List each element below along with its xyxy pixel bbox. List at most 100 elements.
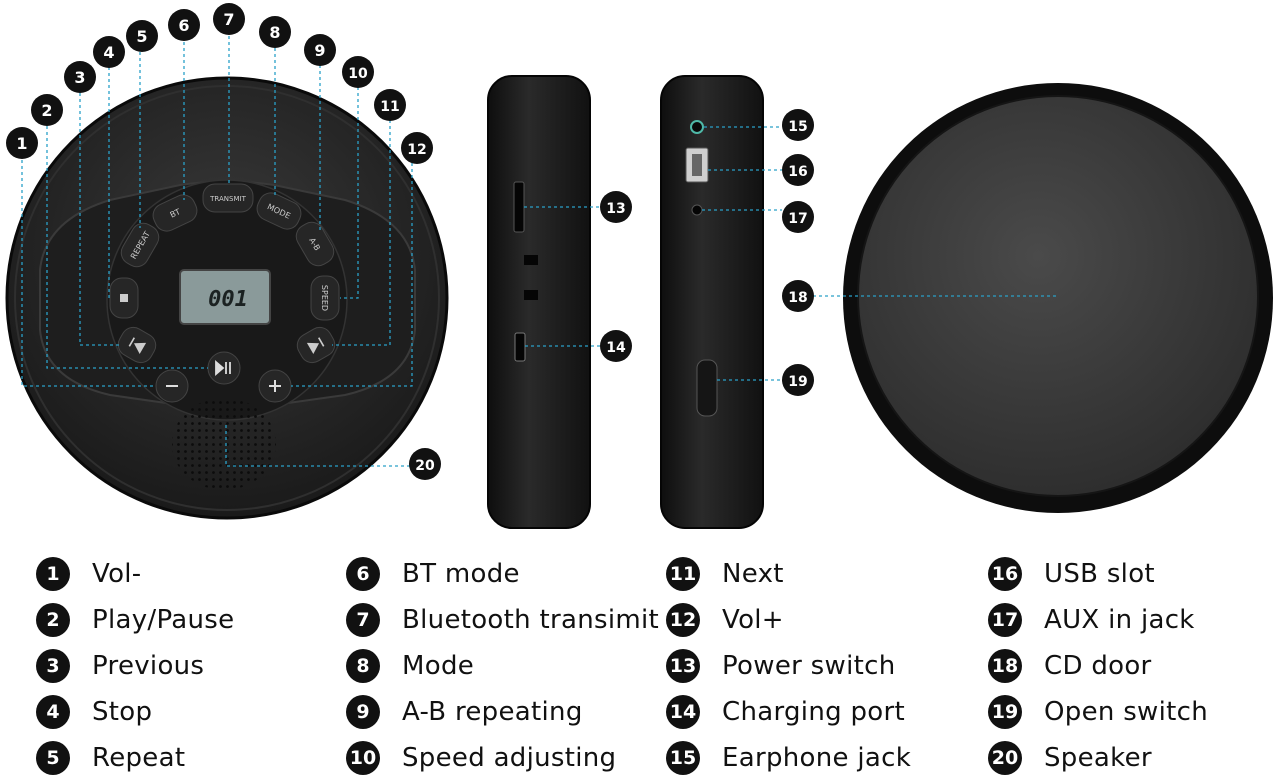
callout-18: 18 (782, 280, 814, 312)
callout-3-label: 3 (74, 68, 85, 87)
callout-5: 5 (126, 20, 158, 52)
plus-icon (269, 380, 281, 392)
callout-2: 2 (31, 94, 63, 126)
legend-badge: 9 (346, 695, 380, 729)
legend-label: CD door (1044, 651, 1152, 681)
legend-badge: 17 (988, 603, 1022, 637)
play-pause-button[interactable] (207, 351, 241, 385)
legend-badge: 18 (988, 649, 1022, 683)
legend-item: 7 Bluetooth transimit (346, 600, 659, 640)
leader-20 (225, 425, 410, 467)
legend-badge: 5 (36, 741, 70, 775)
leader-3 (79, 93, 122, 346)
transmit-label: TRANSMIT (209, 195, 246, 203)
callout-16: 16 (782, 154, 814, 186)
legend-badge: 16 (988, 557, 1022, 591)
callout-13: 13 (600, 191, 632, 223)
callout-19-label: 19 (788, 374, 807, 390)
legend-label: Earphone jack (722, 743, 912, 773)
callout-12: 12 (401, 132, 433, 164)
leader-11 (332, 120, 391, 346)
legend-badge: 8 (346, 649, 380, 683)
transmit-button[interactable]: TRANSMIT (202, 183, 254, 213)
callout-15: 15 (782, 109, 814, 141)
charging-port (514, 332, 526, 362)
vol-plus-button[interactable] (258, 369, 292, 403)
callout-14: 14 (600, 330, 632, 362)
legend-label: Vol+ (722, 605, 784, 635)
callout-20-label: 20 (415, 458, 435, 474)
callout-7: 7 (213, 3, 245, 35)
legend-label: Previous (92, 651, 205, 681)
repeat-button[interactable]: REPEAT (117, 219, 163, 271)
side-vent-1 (524, 255, 538, 265)
legend-item: 10 Speed adjusting (346, 738, 616, 778)
legend-label: Speed adjusting (402, 743, 617, 773)
legend-label: Next (722, 559, 784, 589)
callout-15-label: 15 (788, 119, 807, 135)
legend-label: AUX in jack (1044, 605, 1195, 635)
leader-2 (46, 126, 208, 369)
legend-badge: 3 (36, 649, 70, 683)
callout-14-label: 14 (606, 340, 626, 356)
legend-badge: 4 (36, 695, 70, 729)
lcd-readout: 001 (208, 287, 248, 312)
legend-badge: 14 (666, 695, 700, 729)
callout-9-label: 9 (314, 41, 325, 60)
callout-8-label: 8 (269, 23, 280, 42)
callout-11-label: 11 (380, 99, 399, 115)
previous-button[interactable] (114, 323, 160, 367)
callout-19: 19 (782, 364, 814, 396)
callout-8: 8 (259, 16, 291, 48)
legend-item: 9 A-B repeating (346, 692, 583, 732)
power-switch-slot (513, 181, 525, 233)
speed-label: SPEED (320, 285, 329, 311)
legend-label: Speaker (1044, 743, 1152, 773)
bt-label: BT (169, 207, 182, 220)
usb-slot-inner (692, 154, 702, 176)
legend-badge: 10 (346, 741, 380, 775)
callout-18-label: 18 (788, 290, 807, 306)
callout-3: 3 (64, 61, 96, 93)
open-switch (696, 359, 718, 417)
legend-item: 18 CD door (988, 646, 1152, 686)
legend-label: Play/Pause (92, 605, 235, 635)
legend-label: A-B repeating (402, 697, 583, 727)
lcd-display (179, 269, 271, 325)
legend-label: USB slot (1044, 559, 1155, 589)
legend-label: Bluetooth transimit (402, 605, 659, 635)
callout-17-label: 17 (788, 211, 807, 227)
callout-5-label: 5 (136, 27, 147, 46)
stop-button[interactable] (109, 277, 139, 319)
vol-minus-button[interactable] (155, 369, 189, 403)
next-button[interactable] (293, 323, 339, 367)
callout-4: 4 (93, 36, 125, 68)
mode-button[interactable]: MODE (253, 189, 305, 233)
legend-label: Repeat (92, 743, 186, 773)
legend-item: 5 Repeat (36, 738, 185, 778)
stop-icon (120, 294, 128, 302)
side-body-right (660, 75, 764, 529)
bt-button[interactable]: BT (149, 191, 201, 235)
callout-1: 1 (6, 127, 38, 159)
callout-6-label: 6 (178, 16, 189, 35)
aux-in-jack (691, 204, 703, 216)
legend-badge: 7 (346, 603, 380, 637)
ab-button[interactable]: A-B (292, 218, 338, 270)
legend-badge: 2 (36, 603, 70, 637)
callout-17: 17 (782, 201, 814, 233)
callout-12-label: 12 (407, 142, 426, 158)
callout-13-label: 13 (606, 201, 625, 217)
callout-11: 11 (374, 89, 406, 121)
legend-badge: 12 (666, 603, 700, 637)
callout-6: 6 (168, 9, 200, 41)
speed-button[interactable]: SPEED (310, 275, 340, 321)
